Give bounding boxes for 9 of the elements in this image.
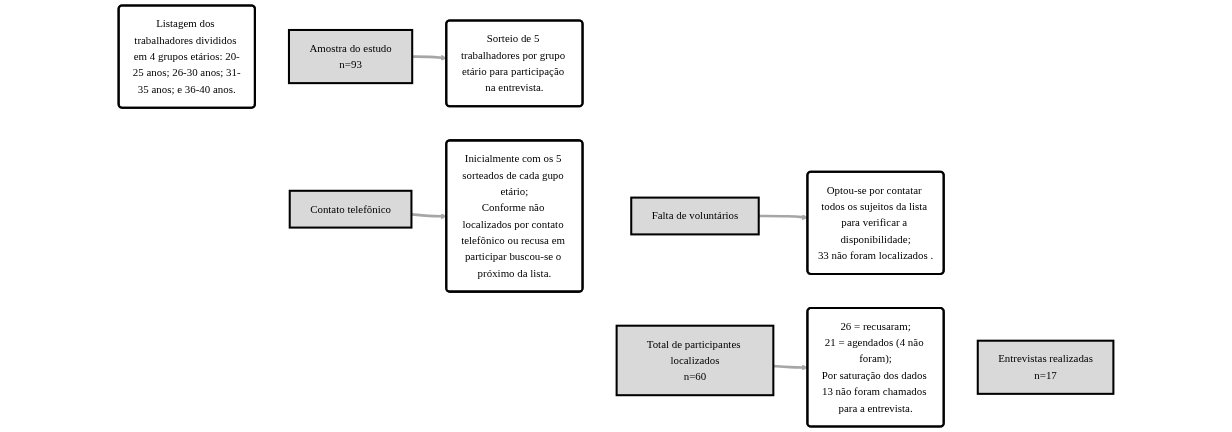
node-box: Total de participantes localizados n=60	[615, 324, 775, 397]
node-box: Falta de voluntários	[630, 196, 760, 236]
arrow	[411, 213, 447, 220]
arrow	[773, 364, 808, 371]
node-box: Amostra do estudo n=93	[287, 28, 414, 85]
node-box: Entrevistas realizadas n=17	[976, 339, 1115, 395]
arrow	[758, 214, 808, 221]
node-box: Contato telefônico	[288, 189, 413, 229]
arrow	[412, 54, 447, 61]
